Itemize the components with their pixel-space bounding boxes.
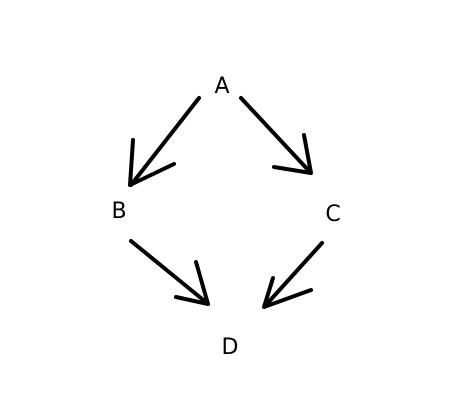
edge-b-to-d-shaft xyxy=(129,239,209,305)
edge-b-to-d xyxy=(129,239,210,306)
edge-a-to-b-shaft xyxy=(129,96,201,187)
node-label-b: B xyxy=(111,199,126,224)
edge-a-to-b-arrowhead-icon xyxy=(128,138,176,187)
node-label-a: A xyxy=(214,74,229,99)
edge-c-to-d-shaft xyxy=(263,241,324,308)
edge-a-to-c xyxy=(239,96,313,175)
edge-a-to-c-arrowhead-icon xyxy=(272,133,313,175)
edge-a-to-c-shaft xyxy=(239,96,312,174)
node-label-d: D xyxy=(222,335,239,360)
edge-b-to-d-arrowhead-icon xyxy=(174,260,210,306)
node-label-c: C xyxy=(325,202,340,227)
edge-c-to-d-arrowhead-icon xyxy=(262,276,313,309)
edge-a-to-b xyxy=(128,96,201,187)
edge-c-to-d xyxy=(262,241,324,309)
